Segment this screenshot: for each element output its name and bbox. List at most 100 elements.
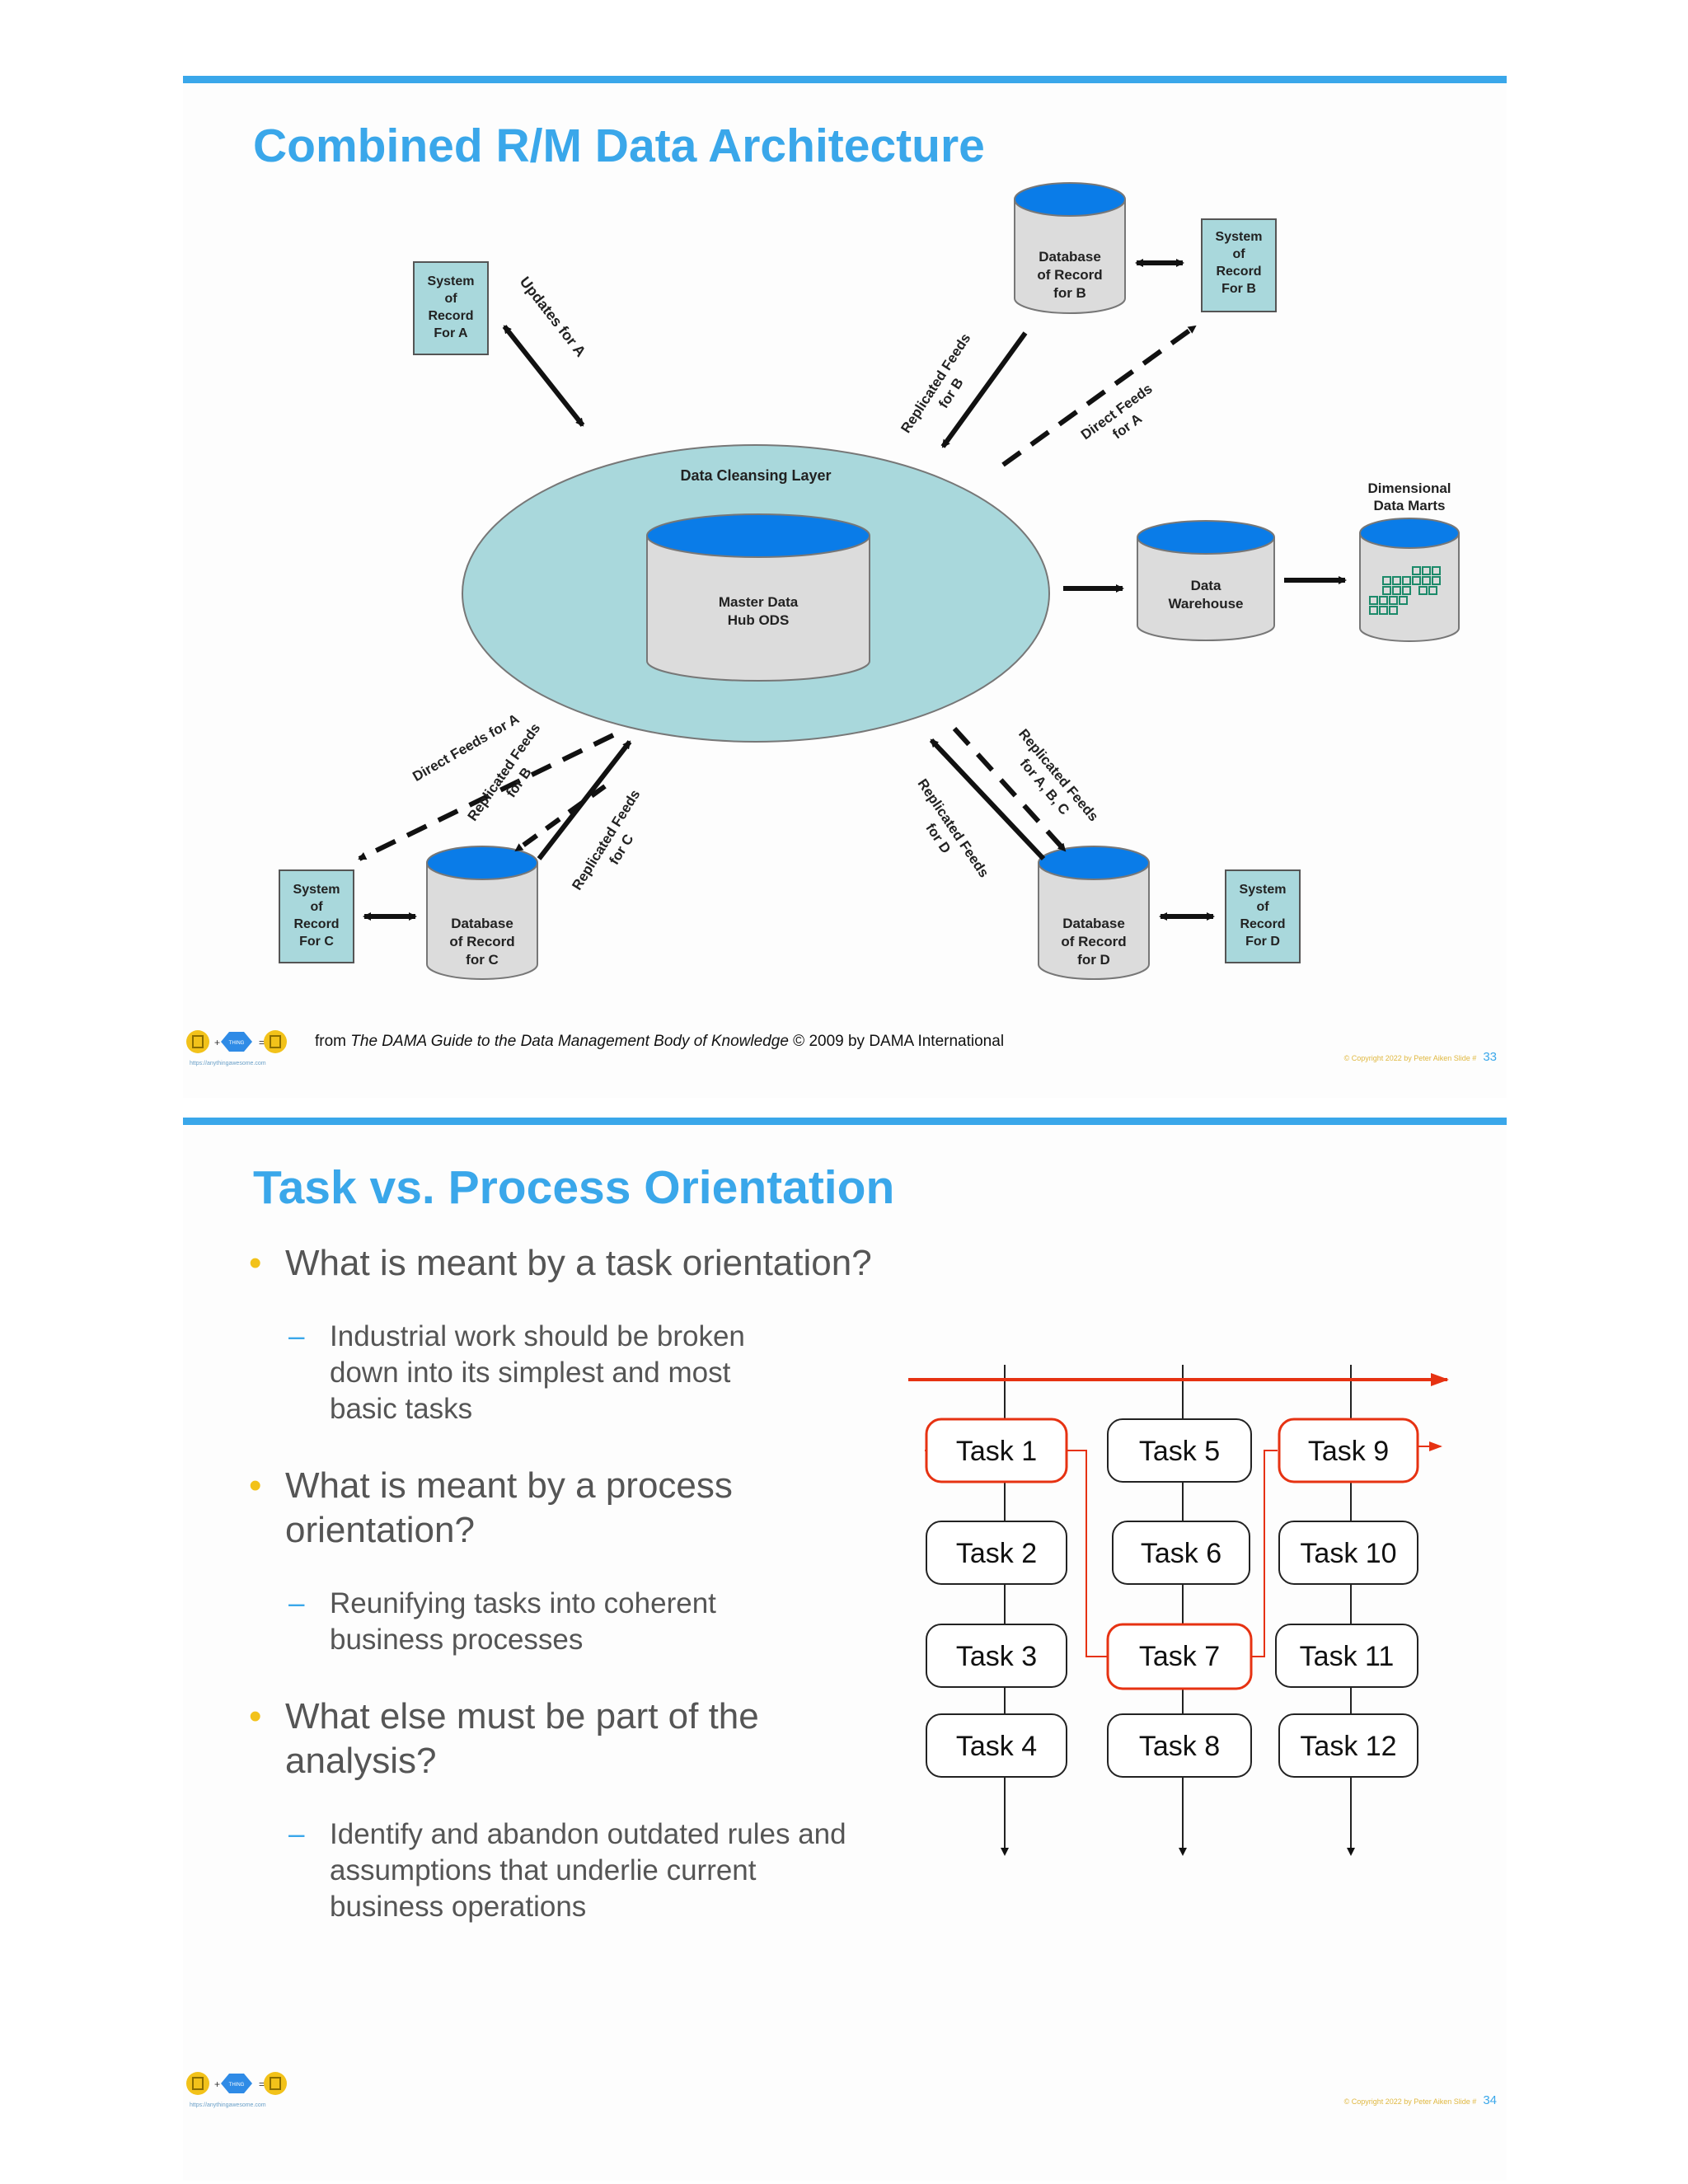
copyright-text: © Copyright 2022 by Peter Aiken Slide #: [1343, 2097, 1477, 2106]
data-warehouse-cylinder: Data Warehouse: [1137, 520, 1275, 641]
slide-34: Task vs. Process Orientation What is mea…: [183, 1118, 1507, 2181]
task-label: Task 8: [1139, 1731, 1220, 1762]
sub-bullet-analysis: Identify and abandon outdated rules and …: [249, 1816, 857, 1925]
updates-a-label: Updates for A: [517, 274, 589, 360]
sor-b-4: For B: [1221, 282, 1256, 296]
warehouse-label-2: Warehouse: [1168, 596, 1243, 612]
bullet-process-orientation: What is meant by a process orientation?: [249, 1464, 813, 1553]
replicated-b-top-label: Replicated Feeds for B: [898, 330, 973, 436]
svg-text:+: +: [214, 1037, 220, 1048]
credit-book-title: The DAMA Guide to the Data Management Bo…: [350, 1033, 789, 1050]
marts-label-1: Dimensional: [1367, 480, 1451, 496]
direct-a-top-arrow: [1001, 324, 1197, 467]
sor-d-4: For D: [1245, 935, 1280, 949]
anything-awesome-logo: + THING = https://anythingawesome.com: [186, 1030, 287, 1066]
svg-text:THING: THING: [229, 1041, 245, 1046]
db-c-label-3: for C: [466, 952, 499, 968]
svg-text:=: =: [259, 2079, 265, 2090]
column-arrowhead-1: [1001, 1848, 1009, 1856]
task-label: Task 10: [1300, 1538, 1396, 1569]
slide-meta: © Copyright 2022 by Peter Aiken Slide #3…: [1344, 2093, 1497, 2107]
replicated-c-arrow: [537, 740, 632, 860]
credit-prefix: from: [315, 1033, 351, 1050]
database-of-record-d: Database of Record for D: [1038, 846, 1150, 980]
task-box: Task 7: [1106, 1623, 1253, 1690]
sub-bullet-process-orientation: Reunifying tasks into coherent business …: [249, 1586, 791, 1658]
updates-a-arrow: [502, 325, 585, 427]
system-of-record-c: System of Record For C: [279, 869, 354, 963]
hub-label-line1: Master Data: [719, 594, 799, 610]
task-label: Task 11: [1300, 1641, 1395, 1672]
column-arrowheads: [1001, 1848, 1355, 1856]
sor-c-3: Record: [293, 917, 339, 931]
sor-d-1: System: [1240, 883, 1287, 897]
replicated-b-top-arrow: [940, 331, 1028, 448]
sor-b-3: Record: [1216, 265, 1261, 279]
database-of-record-b: Database of Record for B: [1014, 182, 1126, 314]
slide-title: Combined R/M Data Architecture: [253, 120, 985, 172]
task-box: Task 8: [1107, 1713, 1252, 1778]
sor-b-1: System: [1216, 230, 1263, 244]
system-of-record-b: System of Record For B: [1201, 218, 1277, 312]
column-arrowhead-2: [1179, 1848, 1187, 1856]
sor-d-3: Record: [1240, 917, 1285, 931]
task-label: Task 5: [1139, 1436, 1220, 1467]
replicated-d-label: Replicated Feeds for D: [915, 776, 992, 881]
db-b-label-2: of Record: [1037, 267, 1102, 283]
replicated-d-arrow: [929, 738, 1046, 861]
task-label: Task 2: [956, 1538, 1037, 1569]
svg-text:+: +: [214, 2079, 220, 2090]
anything-awesome-logo: + THING = https://anythingawesome.com: [186, 2072, 287, 2108]
db-b-label-1: Database: [1039, 249, 1101, 265]
task-label: Task 6: [1141, 1538, 1221, 1569]
task-box: Task 11: [1275, 1624, 1418, 1688]
task-label: Task 9: [1308, 1436, 1389, 1467]
replicated-abc-label: Replicated Feeds for A, B, C: [1015, 726, 1101, 824]
sor-a-1: System: [428, 274, 475, 288]
task-box: Task 6: [1112, 1521, 1250, 1585]
sor-c-4: For C: [299, 935, 334, 949]
slide-title: Task vs. Process Orientation: [253, 1161, 895, 1214]
data-marts-cube-icon: [1369, 566, 1441, 615]
source-credit: from The DAMA Guide to the Data Manageme…: [315, 1033, 1004, 1051]
sor-a-3: Record: [428, 309, 473, 323]
direct-a-top-label: Direct Feeds for A: [1078, 381, 1156, 443]
db-c-label-2: of Record: [449, 934, 514, 949]
system-of-record-a: System of Record For A: [413, 261, 489, 355]
system-of-record-d: System of Record For D: [1225, 869, 1301, 963]
db-d-label-2: of Record: [1061, 934, 1126, 949]
logo-url: https://anythingawesome.com: [190, 2102, 266, 2108]
task-label: Task 4: [956, 1731, 1037, 1762]
task-box: Task 12: [1278, 1713, 1418, 1778]
slide-top-bar: [183, 1118, 1507, 1125]
task-label: Task 1: [956, 1436, 1037, 1467]
svg-text:=: =: [259, 1037, 265, 1048]
db-c-label-1: Database: [451, 916, 513, 931]
marts-label-2: Data Marts: [1374, 498, 1446, 513]
logo-url: https://anythingawesome.com: [190, 1061, 266, 1066]
sor-b-2: of: [1232, 247, 1245, 261]
sor-d-2: of: [1256, 900, 1269, 914]
direct-a-bottom-arrow: [358, 733, 615, 861]
slide-top-bar: [183, 76, 1507, 83]
db-d-label-1: Database: [1062, 916, 1125, 931]
slide-meta: © Copyright 2022 by Peter Aiken Slide #3…: [1344, 1050, 1497, 1064]
sor-c-1: System: [293, 883, 340, 897]
sub-bullet-task-orientation: Industrial work should be broken down in…: [249, 1319, 791, 1427]
task-box: Task 2: [926, 1521, 1067, 1585]
credit-suffix: © 2009 by DAMA International: [788, 1033, 1005, 1050]
bullet-analysis: What else must be part of the analysis?: [249, 1694, 846, 1783]
bullet-task-orientation: What is meant by a task orientation?: [249, 1241, 991, 1286]
svg-text:THING: THING: [229, 2083, 245, 2088]
hub-label-line2: Hub ODS: [728, 612, 790, 628]
master-data-hub-cylinder: Master Data Hub ODS: [646, 513, 870, 682]
task-process-diagram: Task 1 Task 2 Task 3 Task 4 Task 5 Task …: [908, 1365, 1449, 1856]
data-marts-cylinder: [1359, 518, 1460, 642]
replicated-b-bottom-arrow: [514, 784, 607, 853]
db-b-label-3: for B: [1053, 285, 1086, 301]
sor-c-2: of: [310, 900, 323, 914]
task-label: Task 7: [1139, 1641, 1220, 1672]
sor-a-4: For A: [434, 326, 468, 340]
task-box: Task 3: [926, 1624, 1067, 1688]
sor-a-2: of: [444, 292, 457, 306]
